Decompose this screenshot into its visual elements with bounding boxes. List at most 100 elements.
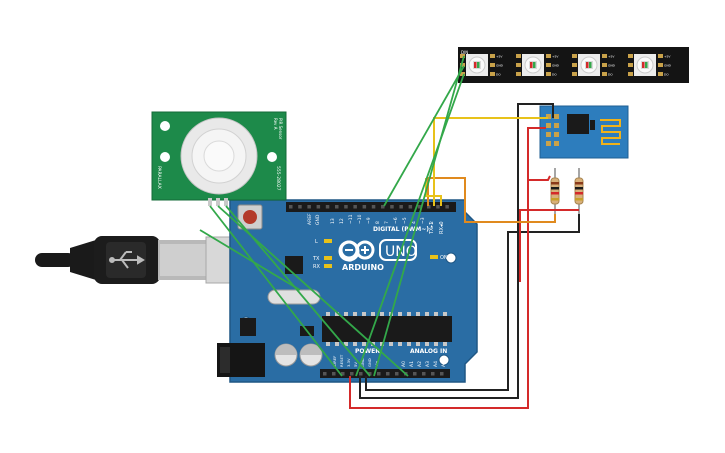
resistor <box>550 168 560 214</box>
pir-label-1: PIR Sensor <box>278 118 283 140</box>
digital-pin-label: ~11 <box>348 214 354 224</box>
pir-label-3: 555-28027 <box>275 166 281 191</box>
header-pin <box>362 205 367 209</box>
power-analog-header <box>320 369 450 378</box>
header-pin <box>359 372 363 376</box>
analog-pin-label: A5 <box>441 361 447 367</box>
esp-pin <box>554 114 559 119</box>
power-pin-label: Vin <box>374 360 379 367</box>
header-pin <box>335 205 339 209</box>
wire-red <box>349 127 579 409</box>
arduino-logo <box>338 240 375 262</box>
analog-pin-label: A4 <box>433 361 439 367</box>
digital-pin-label: ~3 <box>420 217 426 224</box>
digital-pin-label: ~5 <box>402 217 408 224</box>
power-pin-label: 5V <box>353 362 358 367</box>
header-pin <box>332 372 336 376</box>
esp-pin <box>554 141 559 146</box>
header-pin <box>289 205 293 209</box>
wire-green <box>199 55 465 377</box>
header-pin <box>298 205 302 209</box>
header-pin <box>436 205 440 209</box>
header-pin <box>350 372 354 376</box>
strip-pad-label: GND <box>608 64 616 68</box>
header-pin <box>445 205 449 209</box>
rx-led: RX <box>313 264 332 270</box>
l-led: L <box>315 239 332 245</box>
rx-pin-label: RX◂0 <box>439 221 445 234</box>
usb-icon <box>109 251 145 269</box>
voltage-regulator <box>240 318 256 336</box>
header-pin <box>341 372 345 376</box>
digital-pin-label: ~6 <box>393 217 399 224</box>
pir-pins <box>208 198 228 206</box>
svg-text:L: L <box>315 239 318 245</box>
header-pin <box>371 205 376 209</box>
header-pin <box>386 372 390 376</box>
power-pin-label: IOREF <box>332 356 337 367</box>
usb-chip <box>285 256 303 274</box>
digital-header-label: DIGITAL (PWM~) <box>373 226 429 233</box>
analog-pin-label: A3 <box>425 361 431 367</box>
reset-button[interactable] <box>237 204 263 230</box>
digital-pin-label: 4 <box>411 221 417 224</box>
strip-pad-label: GND <box>552 64 560 68</box>
resistor <box>574 168 584 214</box>
usb-cable <box>35 236 237 284</box>
digital-header <box>286 202 456 212</box>
header-pin <box>344 205 348 209</box>
header-pin <box>316 205 321 209</box>
strip-pad-label: DO <box>496 73 501 77</box>
strip-pad-label: DO <box>664 73 669 77</box>
wire-black <box>359 103 580 399</box>
capacitor <box>299 343 323 367</box>
esp-pin <box>554 132 559 137</box>
digital-pin-label: ~9 <box>366 217 372 224</box>
aref-label: AREF <box>307 213 313 225</box>
esp-pin <box>546 123 551 128</box>
header-pin <box>417 205 422 209</box>
on-led: ON <box>430 255 448 261</box>
esp8266-module <box>539 105 629 159</box>
esp-chip <box>567 114 589 134</box>
neopixel-led: +5V GND DO <box>572 54 616 77</box>
strip-din-label: DIN <box>461 50 468 55</box>
pir-label-4: PARALLAX <box>156 166 162 189</box>
tx-led: TX <box>312 256 332 262</box>
esp-pin <box>546 114 551 119</box>
digital-pin-label: 7 <box>384 221 390 224</box>
svg-text:TX: TX <box>312 256 320 262</box>
dc-power-jack <box>217 343 265 377</box>
svg-text:ON: ON <box>440 255 448 261</box>
power-label: POWER <box>355 348 380 355</box>
header-pin <box>395 372 399 376</box>
header-pin <box>381 205 385 209</box>
power-pin-label: 3.3V <box>346 358 351 367</box>
header-pin <box>323 372 327 376</box>
strip-pad-label: GND <box>496 64 504 68</box>
header-pin <box>307 205 311 209</box>
header-pin <box>377 372 381 376</box>
pir-label-2: Rev A <box>273 118 278 130</box>
digital-pin-label: 8 <box>375 221 381 224</box>
esp-pin <box>546 132 551 137</box>
analog-pin-label: A2 <box>417 361 423 367</box>
tx-pin-label: TX▸1 <box>429 222 435 235</box>
neopixel-led: +5V GND DO <box>460 54 504 77</box>
strip-pad-label: DO <box>608 73 613 77</box>
strip-pad-label: +5V <box>552 55 559 59</box>
header-pin <box>325 205 330 209</box>
capacitor <box>274 343 298 367</box>
strip-pad-label: +5V <box>608 55 615 59</box>
strip-pad-label: DO <box>552 73 557 77</box>
strip-pad-label: +5V <box>664 55 671 59</box>
header-pin <box>440 372 444 376</box>
power-pin-label: GND <box>360 358 365 367</box>
esp-pin <box>546 141 551 146</box>
analog-pin-label: A1 <box>409 361 415 367</box>
neopixel-led: +5V GND DO <box>516 54 560 77</box>
strip-pad-label: +5V <box>496 55 503 59</box>
